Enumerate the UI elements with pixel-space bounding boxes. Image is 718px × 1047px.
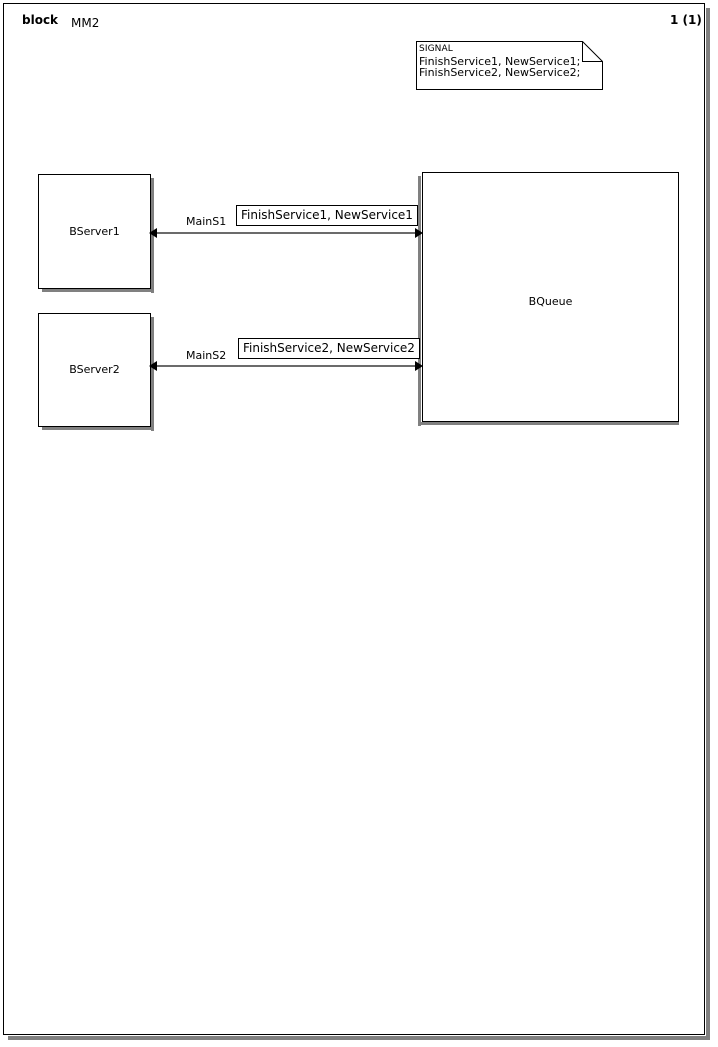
note-keyword: SIGNAL (419, 44, 453, 54)
note-outline-shape (416, 41, 603, 90)
block-bserver2[interactable]: BServer2 (38, 313, 151, 427)
page-shadow-right (706, 8, 710, 1039)
signal-declaration-note: SIGNAL FinishService1, NewService1; Fini… (416, 41, 603, 90)
bqueue-shadow-left (418, 176, 421, 426)
channel-mains2-arrowhead-right-icon (415, 361, 423, 371)
channel-mains1-line[interactable] (154, 232, 420, 234)
page-shadow-bottom (8, 1036, 710, 1040)
block-bqueue[interactable]: BQueue (422, 172, 679, 422)
bserver2-shadow-bottom (42, 427, 154, 430)
channel-mains1-arrowhead-left-icon (149, 228, 157, 238)
diagram-kind-label: block (22, 13, 59, 27)
channel-mains2-line[interactable] (154, 365, 420, 367)
block-bserver1[interactable]: BServer1 (38, 174, 151, 289)
channel-mains2-arrowhead-left-icon (149, 361, 157, 371)
bserver2-shadow-right (151, 317, 154, 431)
block-bserver1-label: BServer1 (69, 225, 120, 238)
diagram-name-label: MM2 (71, 16, 100, 30)
bserver1-shadow-bottom (42, 289, 154, 292)
note-signal-line-1: FinishService1, NewService1; (419, 54, 581, 68)
bqueue-shadow-bottom (418, 422, 679, 425)
channel-mains1-arrowhead-right-icon (415, 228, 423, 238)
channel-mains2-signal-list: FinishService2, NewService2 (238, 338, 420, 359)
block-bqueue-label: BQueue (528, 295, 573, 308)
note-signal-line-2: FinishService2, NewService2; (419, 66, 581, 79)
page-frame (3, 3, 705, 1035)
note-text-block: SIGNAL FinishService1, NewService1; Fini… (419, 44, 599, 79)
page-number-label: 1 (1) (670, 13, 702, 27)
channel-mains1-name: MainS1 (186, 215, 227, 228)
block-bserver2-label: BServer2 (69, 363, 120, 376)
channel-mains2-name: MainS2 (186, 349, 227, 362)
channel-mains1-signal-list: FinishService1, NewService1 (236, 205, 418, 226)
